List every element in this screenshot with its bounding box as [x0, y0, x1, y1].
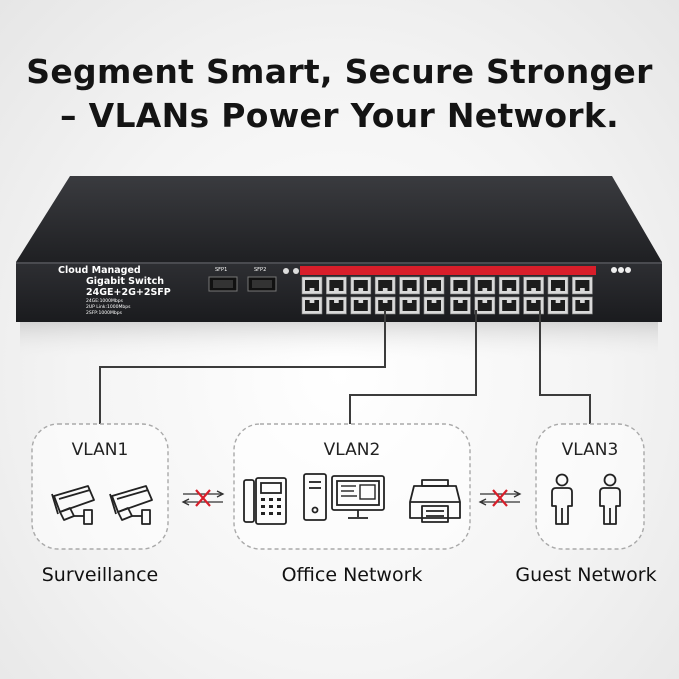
desktop-computer-icon [303, 473, 385, 521]
vlan1-name: VLAN1 [71, 440, 129, 460]
rj45-port [350, 296, 372, 315]
rj45-port [399, 276, 420, 295]
switch-label-gigabit: Gigabit Switch [86, 276, 164, 287]
rj45-port [572, 296, 593, 315]
vlan2-name: VLAN2 [323, 440, 381, 460]
rj45-port [572, 276, 593, 295]
printer-icon [409, 479, 461, 523]
indicator-led [611, 267, 617, 273]
rj45-port [374, 296, 396, 315]
rj45-port [547, 276, 569, 295]
switch-spec-uplink: 2UP Link:1000Mbps [86, 305, 131, 310]
rj45-port [423, 296, 445, 315]
rj45-port [450, 296, 471, 315]
connection-lines [99, 310, 591, 424]
rj45-port [350, 276, 372, 295]
sfp-port-1 [208, 276, 238, 292]
desk-phone-icon [243, 477, 287, 525]
switch-label-ports: 24GE+2G+2SFP [86, 287, 171, 298]
rj45-port [326, 296, 347, 315]
rj45-port [423, 276, 445, 295]
blocked-traffic-icon [478, 489, 522, 507]
status-led [283, 268, 289, 274]
person-icon [551, 473, 573, 525]
status-led [293, 268, 299, 274]
rj45-port-grid [301, 276, 593, 315]
vlan3-name: VLAN3 [561, 440, 619, 460]
rj45-port [301, 276, 323, 295]
indicator-led [625, 267, 631, 273]
switch-spec-sfp: 2SFP:1000Mbps [86, 311, 122, 316]
blocked-traffic-icon [181, 489, 225, 507]
guest-network-label: Guest Network [515, 564, 657, 586]
rj45-port [523, 296, 544, 315]
rj45-port [523, 276, 544, 295]
office-network-label: Office Network [281, 564, 423, 586]
indicator-led [618, 267, 624, 273]
security-camera-icon [51, 485, 95, 525]
rj45-port [450, 276, 471, 295]
headline-line-2: – VLANs Power Your Network. [60, 96, 619, 135]
rj45-port [374, 276, 396, 295]
rj45-port [399, 296, 420, 315]
vlan3-group-box [535, 423, 645, 550]
headline-line-1: Segment Smart, Secure Stronger [26, 52, 653, 91]
sfp1-label: SFP1 [215, 267, 228, 273]
rj45-port [498, 276, 520, 295]
vlan1-group-box [31, 423, 169, 550]
rj45-port [326, 276, 347, 295]
security-camera-icon [109, 485, 153, 525]
switch-top-face [16, 176, 662, 262]
switch-reflection [20, 322, 658, 362]
rj45-port [301, 296, 323, 315]
rj45-port [474, 296, 496, 315]
switch-label-cloud-managed: Cloud Managed [58, 265, 141, 276]
person-icon [599, 473, 621, 525]
rj45-port [474, 276, 496, 295]
switch-spec-ge: 24GE:1000Mbps [86, 299, 123, 304]
sfp-port-2 [247, 276, 277, 292]
port-label-strip [300, 266, 596, 275]
rj45-port [498, 296, 520, 315]
rj45-port [547, 296, 569, 315]
sfp2-label: SFP2 [254, 267, 267, 273]
surveillance-label: Surveillance [41, 564, 159, 586]
